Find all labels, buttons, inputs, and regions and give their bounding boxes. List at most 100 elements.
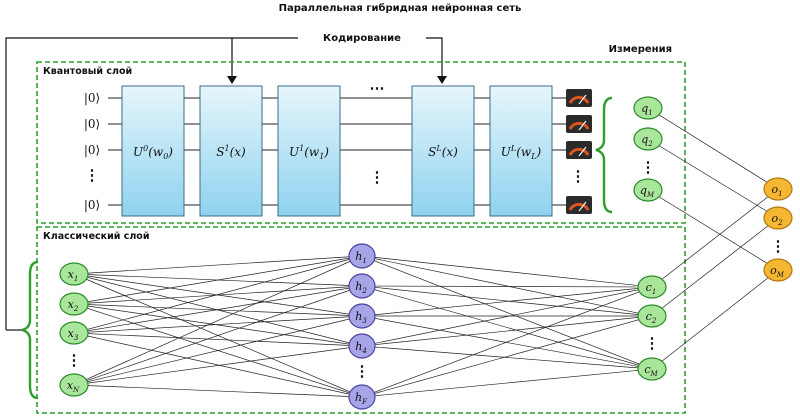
x-node-label: x1 <box>68 268 79 283</box>
c-node: c2 <box>637 304 667 328</box>
qubit-input-state: |0⟩ <box>84 198 100 212</box>
measurement-label: Измерения <box>609 44 672 55</box>
c-node-ellipsis: ⋮ <box>645 334 660 352</box>
connection-line <box>361 285 653 317</box>
measurement-meter-icon <box>566 89 592 107</box>
q-node-label: q2 <box>641 133 653 148</box>
connection-line <box>361 286 653 347</box>
encoding-feed <box>5 37 447 331</box>
o-node-label: o2 <box>771 212 783 227</box>
network-nodes: q1 q2 ⋮ qM x1 x2 x3 ⋮ xN h1 h2 h3 h4 ⋮ hF c1 c2 ⋮ cM o1 o2 ⋮ o… <box>59 96 793 410</box>
connection-line <box>73 332 363 398</box>
measurement-meter-icon <box>566 115 592 133</box>
o-node-label: o1 <box>771 183 782 198</box>
connection-line <box>361 315 653 370</box>
connection-line <box>73 285 363 305</box>
connection-line <box>647 189 779 271</box>
connection-line <box>361 285 653 288</box>
connection-line <box>73 285 363 386</box>
o-node: o2 <box>763 206 793 230</box>
h-node: h2 <box>348 273 376 299</box>
q-node-label: qM <box>640 184 655 199</box>
encoding-label: Кодирование <box>323 33 401 44</box>
c-node-label: c1 <box>646 281 657 296</box>
connection-line <box>73 384 363 398</box>
quantum-layer-label: Квантовый слой <box>43 66 132 77</box>
connection-line <box>361 255 653 317</box>
connection-line <box>361 368 653 398</box>
connection-line <box>651 269 779 370</box>
x-node-label: xN <box>67 379 80 394</box>
connection-line <box>361 345 653 370</box>
q-node: qM <box>633 178 663 202</box>
x-node: x3 <box>59 321 89 345</box>
measurement-meter-icon <box>566 196 592 214</box>
gate-u-0: U0(w0) <box>121 85 185 217</box>
connection-line <box>647 138 779 219</box>
qubit-input-states: |0⟩|0⟩|0⟩⋮|0⟩ <box>84 91 100 212</box>
q-node-label: q1 <box>641 102 653 117</box>
gate-label: U0(w0) <box>133 144 173 161</box>
q-node-ellipsis: ⋮ <box>641 158 656 176</box>
connection-line <box>73 303 363 317</box>
h-node-label: h2 <box>355 280 367 295</box>
connection-line <box>73 255 363 305</box>
connection-line <box>73 315 363 386</box>
x-node-label: x3 <box>68 327 79 342</box>
connection-line <box>361 315 653 398</box>
diagram-title: Параллельная гибридная нейронная сеть <box>279 2 522 14</box>
connection-line <box>361 286 653 317</box>
connection-line <box>361 315 653 347</box>
c-node-label: c2 <box>646 310 657 325</box>
h-node-label: hF <box>355 391 368 406</box>
h-node: hF <box>348 384 376 410</box>
quantum-layer-box <box>36 61 686 224</box>
gate-s-1: S1(x) <box>199 85 263 217</box>
qubit-input-state: |0⟩ <box>84 143 100 157</box>
connection-line <box>651 188 779 288</box>
o-node: oM <box>763 258 793 282</box>
qubit-input-state: |0⟩ <box>84 91 100 105</box>
x-node-label: x2 <box>68 298 79 313</box>
connection-line <box>73 332 363 347</box>
connection-line <box>73 303 363 347</box>
quantum-output-brace <box>595 96 613 214</box>
gate-u-4: UL(wL) <box>489 85 553 217</box>
o-node-label: oM <box>770 264 785 279</box>
svg-text:⋯: ⋯ <box>370 79 385 97</box>
gate-label: S1(x) <box>216 144 246 159</box>
meter-ellipsis: ⋮ <box>571 167 586 185</box>
h-node-label: h4 <box>355 340 367 355</box>
c-node: c1 <box>637 275 667 299</box>
connection-line <box>647 107 779 190</box>
h-node-label: h3 <box>355 310 367 325</box>
gate-label: SL(x) <box>428 144 458 159</box>
measurement-meter-icon <box>566 141 592 159</box>
connection-line <box>73 255 363 386</box>
c-node-label: cM <box>644 363 658 378</box>
connection-line <box>73 345 363 386</box>
connection-line <box>361 255 653 288</box>
gate-label: U1(w1) <box>289 144 329 161</box>
o-node-ellipsis: ⋮ <box>771 237 786 255</box>
classical-input-brace <box>21 260 39 400</box>
connection-line <box>73 255 363 334</box>
q-node: q2 <box>633 127 663 151</box>
connection-line <box>361 255 653 370</box>
h-node-label: h1 <box>355 250 367 265</box>
h-node: h3 <box>348 303 376 329</box>
qubit-input-state: ⋮ <box>85 166 100 184</box>
svg-text:⋮: ⋮ <box>370 168 385 186</box>
network-connections <box>73 107 779 398</box>
circuit-ellipsis: ⋯ ⋮ <box>370 79 385 186</box>
x-node: xN <box>59 373 89 397</box>
measurement-meters: ⋮ <box>566 89 592 214</box>
connection-line <box>73 285 363 334</box>
x-node: x2 <box>59 292 89 316</box>
connection-line <box>361 286 653 398</box>
connection-line <box>651 217 779 317</box>
circuit-gates: U0(w0) S1(x) U1(w1) SL(x) UL(wL) <box>121 85 553 217</box>
o-node: o1 <box>763 177 793 201</box>
connection-line <box>73 255 363 275</box>
